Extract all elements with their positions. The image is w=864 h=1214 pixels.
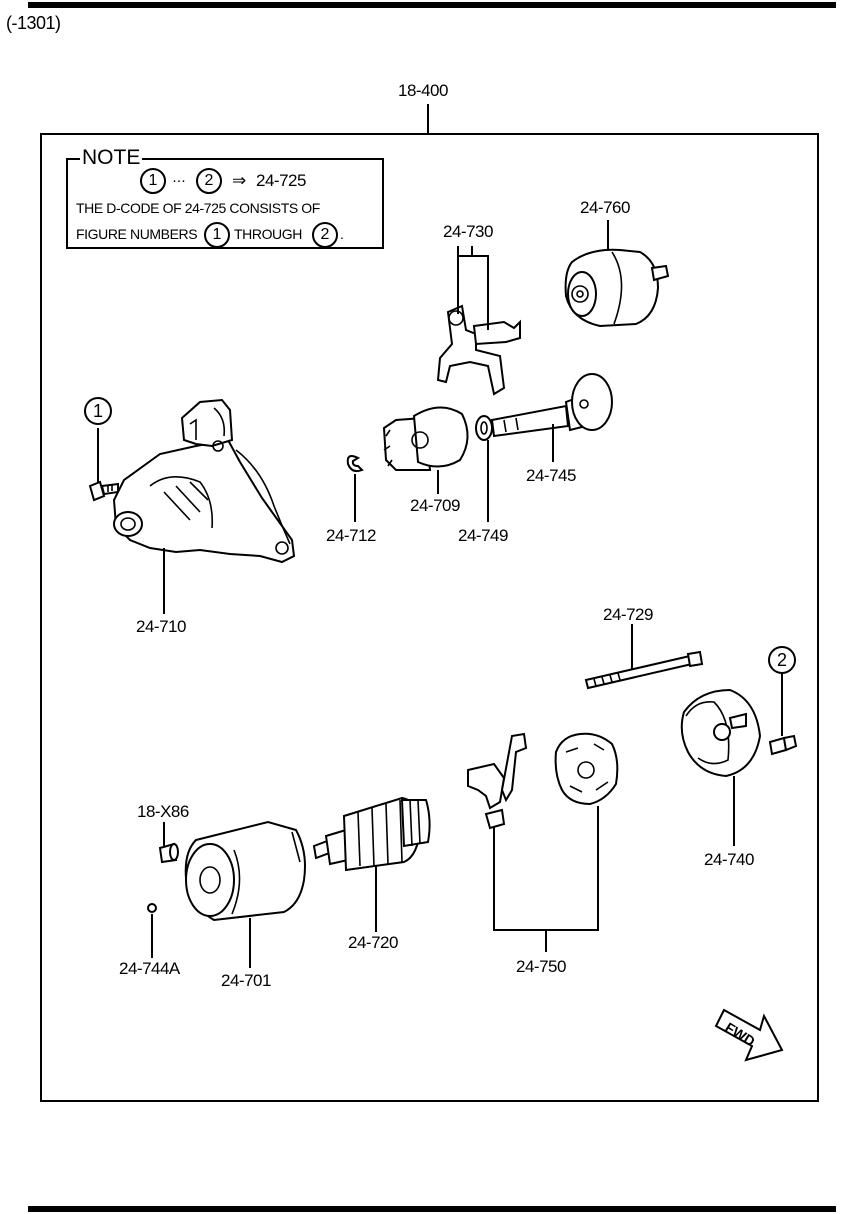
brush-holder-part[interactable] [467, 732, 619, 830]
note-arrow: ⇒ [232, 171, 246, 190]
assembly-number[interactable]: 18-400 [398, 81, 448, 100]
solenoid-part[interactable] [564, 248, 670, 328]
bolt-part-2[interactable] [768, 734, 798, 756]
part-label-24-701[interactable]: 24-701 [221, 971, 271, 990]
bolt-part-1[interactable] [88, 480, 119, 502]
part-label-24-730[interactable]: 24-730 [443, 222, 493, 241]
washer-part[interactable] [147, 903, 157, 913]
pinion-shaft-part[interactable] [490, 373, 613, 438]
model-range-label: (-1301) [6, 13, 61, 33]
part-label-24-750[interactable]: 24-750 [516, 957, 566, 976]
top-rule [28, 2, 836, 8]
part-label-24-729[interactable]: 24-729 [603, 605, 653, 624]
through-bolt-part[interactable] [584, 650, 704, 690]
snap-ring-part[interactable] [346, 455, 364, 473]
bottom-rule [28, 1206, 836, 1212]
armature-part[interactable] [312, 796, 431, 872]
part-label-24-760[interactable]: 24-760 [580, 198, 630, 217]
part-label-24-740[interactable]: 24-740 [704, 850, 754, 869]
plug-part[interactable] [158, 842, 179, 864]
note-code: 24-725 [256, 171, 306, 190]
part-label-24-744a[interactable]: 24-744A [119, 959, 180, 978]
callout-1[interactable]: 1 [84, 397, 112, 425]
note-circle-2: 2 [196, 168, 222, 194]
part-label-24-749[interactable]: 24-749 [458, 526, 508, 545]
note-line-3-through: THROUGH [234, 226, 302, 242]
note-line-2: THE D-CODE OF 24-725 CONSISTS OF [76, 200, 320, 216]
note-ellipsis: ··· [172, 172, 186, 189]
note-line-3-circle-1: 1 [204, 222, 230, 248]
part-label-24-709[interactable]: 24-709 [410, 496, 460, 515]
note-line-3-prefix: FIGURE NUMBERS [76, 226, 198, 242]
callout-2[interactable]: 2 [768, 646, 796, 674]
note-circle-1: 1 [140, 168, 166, 194]
yoke-part[interactable] [184, 820, 306, 922]
note-line-3-circle-2: 2 [312, 222, 338, 248]
part-label-24-745[interactable]: 24-745 [526, 466, 576, 485]
leader-24-750 [493, 806, 599, 952]
diagram-frame [40, 133, 819, 1102]
part-label-24-720[interactable]: 24-720 [348, 933, 398, 952]
drive-housing-part[interactable] [112, 398, 296, 564]
note-line-3-end: . [340, 226, 344, 242]
overrunning-clutch-part[interactable] [382, 406, 469, 471]
end-frame-part[interactable] [680, 688, 762, 778]
stop-ring-part[interactable] [475, 415, 493, 441]
drive-lever-part[interactable] [436, 304, 521, 396]
note-box [66, 158, 384, 249]
leader-24-730 [457, 246, 489, 330]
part-label-24-712[interactable]: 24-712 [326, 526, 376, 545]
part-label-24-710[interactable]: 24-710 [136, 617, 186, 636]
part-label-18-x86[interactable]: 18-X86 [137, 802, 189, 821]
note-title: NOTE [80, 146, 143, 170]
fwd-arrow-icon [714, 1008, 784, 1062]
